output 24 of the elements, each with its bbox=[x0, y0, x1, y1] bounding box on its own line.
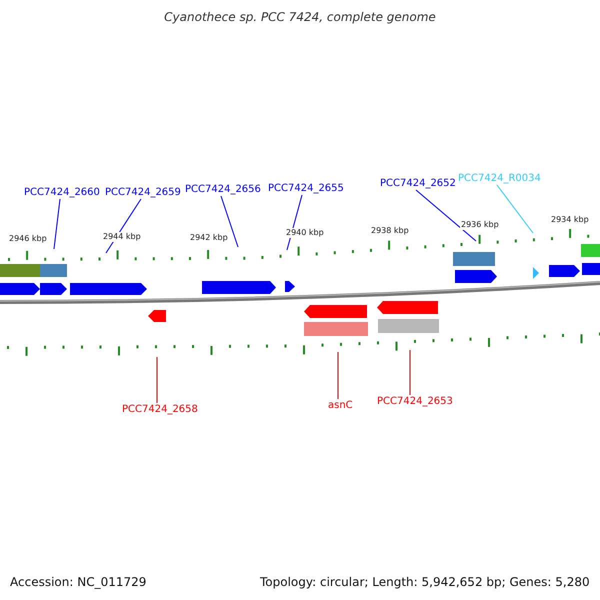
gene-label: PCC7424_2658 bbox=[122, 404, 198, 416]
gene-label: PCC7424_2659 bbox=[105, 187, 181, 199]
gene-label: PCC7424_2655 bbox=[268, 183, 344, 195]
gene-label: PCC7424_2653 bbox=[377, 396, 453, 408]
scale-label: 2942 kbp bbox=[189, 233, 229, 243]
leader-line bbox=[416, 190, 476, 242]
genome-info: Accession: NC_011729 bbox=[10, 575, 146, 589]
leader-line bbox=[220, 196, 238, 248]
scale-label: 2940 kbp bbox=[285, 228, 325, 238]
gene-label: PCC7424_2656 bbox=[185, 184, 261, 196]
scale-label: 2936 kbp bbox=[460, 220, 500, 230]
leader-line bbox=[496, 184, 534, 234]
chart-title: Cyanothece sp. PCC 7424, complete genome bbox=[163, 10, 437, 24]
scale-label: 2938 kbp bbox=[370, 226, 410, 236]
leader-line bbox=[156, 356, 158, 404]
scale-label: 2946 kbp bbox=[8, 234, 48, 244]
genome-info: Topology: circular; Length: 5,942,652 bp; Genes: 5,280 bbox=[260, 575, 590, 589]
gene-label: PCC7424_R0034 bbox=[458, 173, 541, 185]
gene-label: PCC7424_2660 bbox=[24, 187, 100, 199]
gene-label: asnC bbox=[328, 400, 353, 412]
leader-line bbox=[54, 198, 60, 250]
scale-label: 2934 kbp bbox=[550, 215, 590, 225]
gene-label: PCC7424_2652 bbox=[380, 178, 456, 190]
scale-label: 2944 kbp bbox=[102, 232, 142, 242]
